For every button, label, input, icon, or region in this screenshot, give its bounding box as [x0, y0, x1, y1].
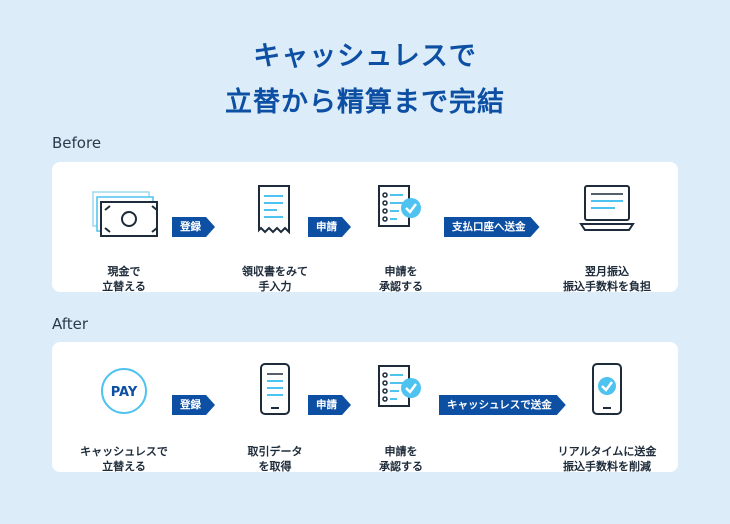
before-card: 現金で 立替える 領収書をみて 手入力 申請を 承認する: [52, 162, 678, 293]
after-arrow-cashless-send: キャッシュレスで送金: [439, 395, 566, 415]
after-label: After: [52, 315, 89, 333]
smartphone-check-icon: [592, 363, 622, 415]
before-arrow-register: 登録: [172, 217, 215, 237]
before-step-receipt-caption: 領収書をみて 手入力: [242, 265, 308, 293]
after-step-cashless-caption: キャッシュレスで 立替える: [80, 445, 168, 473]
before-label: Before: [52, 134, 102, 152]
smartphone-data-icon: [260, 363, 290, 415]
cash-icon: [92, 191, 158, 237]
before-arrow-apply: 申請: [308, 217, 351, 237]
before-step-transfer-caption: 翌月振込 振込手数料を負担: [563, 265, 651, 293]
pay-icon: PAY: [101, 368, 147, 414]
after-card: PAY キャッシュレスで 立替える 取引データ を取得 申請: [52, 342, 678, 473]
receipt-icon: [258, 185, 290, 235]
laptop-icon: [579, 185, 635, 231]
after-step-realtime-caption: リアルタイムに送金 振込手数料を削減: [557, 445, 657, 473]
after-step-approve-caption: 申請を 承認する: [379, 445, 423, 473]
approval-checklist-icon: [378, 365, 421, 407]
main-title-line2: 立替から精算まで完結: [225, 87, 505, 118]
before-step-cash-caption: 現金で 立替える: [102, 265, 146, 293]
before-step-approve-caption: 申請を 承認する: [379, 265, 423, 293]
pay-icon-text: PAY: [111, 385, 138, 400]
after-arrow-register: 登録: [172, 395, 215, 415]
before-arrow-send: 支払口座へ送金: [444, 217, 540, 237]
main-title-line1: キャッシュレスで: [253, 41, 477, 72]
after-arrow-apply: 申請: [308, 395, 351, 415]
approval-checklist-icon: [378, 185, 421, 227]
after-step-data-caption: 取引データ を取得: [247, 445, 303, 473]
